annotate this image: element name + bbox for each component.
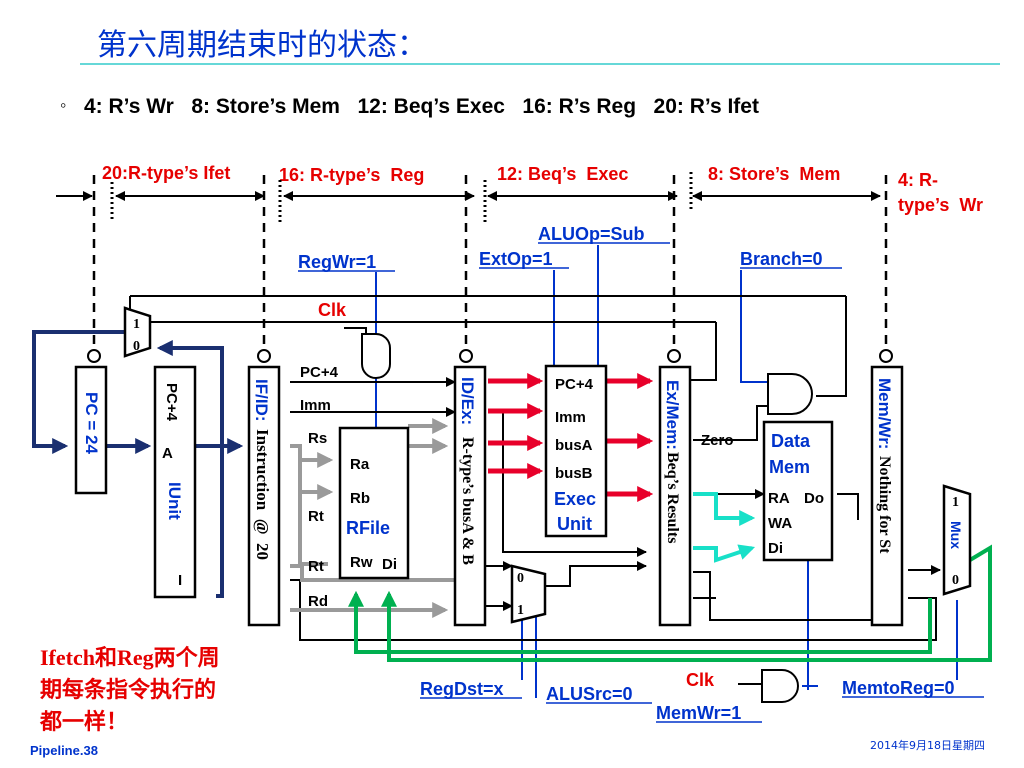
stage-label-reg: 16: R-type’s Reg xyxy=(279,165,424,185)
memtoreg-label: MemtoReg=0 xyxy=(842,678,955,698)
slide-title: 第六周期结束时的状态： xyxy=(97,28,427,63)
control-signals: ALUOp=Sub ExtOp=1 RegWr=1 Branch=0 Clk C… xyxy=(298,224,984,723)
memwr-label: MemWr=1 xyxy=(656,703,741,723)
exmem-content: Beq’s Results xyxy=(664,452,681,543)
svg-text:Di: Di xyxy=(768,540,783,557)
zero-label: Zero xyxy=(701,432,734,449)
data-memory: Data Mem RA Do WA Di xyxy=(762,420,834,562)
svg-text:PC+4: PC+4 xyxy=(555,376,594,393)
svg-text:I: I xyxy=(178,572,182,589)
note-line-1: Ifetch和Reg两个周 xyxy=(40,645,220,670)
ifid-content: Instruction @ 20 xyxy=(253,429,272,560)
clk-top-label: Clk xyxy=(318,300,347,320)
svg-text:busA: busA xyxy=(555,437,593,454)
branch-label: Branch=0 xyxy=(740,249,823,269)
stage-label-mem: 8: Store’s Mem xyxy=(708,164,840,184)
svg-text:PC+4: PC+4 xyxy=(163,383,180,422)
memwr-and-gate xyxy=(761,669,799,703)
rt-label-2: Rt xyxy=(308,558,324,575)
branch-and-gate xyxy=(767,373,813,415)
svg-text:0: 0 xyxy=(133,339,140,354)
stage-label-exec: 12: Beq’s Exec xyxy=(497,164,628,184)
memwr-label: Mem/Wr: xyxy=(875,378,894,449)
bullet-icon: ◦ xyxy=(60,95,66,115)
svg-text:Rb: Rb xyxy=(350,490,370,507)
imm-label: Imm xyxy=(300,397,331,414)
svg-text:WA: WA xyxy=(768,515,792,532)
datapath-wires xyxy=(129,295,941,687)
footer-left: Pipeline.38 xyxy=(30,743,98,758)
writeback-path xyxy=(348,544,992,662)
footer-right: 2014年9月18日星期四 xyxy=(870,738,985,752)
exec-label-2: Unit xyxy=(557,514,592,534)
svg-text:RA: RA xyxy=(768,490,790,507)
data-mem-label-2: Mem xyxy=(769,457,810,477)
stage-label-wr-line1: 4: R- xyxy=(898,170,938,190)
extop-label: ExtOp=1 xyxy=(479,249,553,269)
svg-text:0: 0 xyxy=(517,571,524,586)
aluop-label: ALUOp=Sub xyxy=(538,224,645,244)
regwr-and-gate xyxy=(361,333,391,379)
idex-content: R-type’s busA & B xyxy=(459,437,476,565)
svg-text:Imm: Imm xyxy=(555,409,586,426)
memtoreg-mux: 1 Mux 0 xyxy=(942,484,972,596)
rd-label: Rd xyxy=(308,593,328,610)
note-line-3: 都一样！ xyxy=(39,709,128,734)
svg-text:Mux: Mux xyxy=(948,521,964,549)
memwr-register: Mem/Wr: Nothing for St xyxy=(870,365,904,627)
note-line-2: 期每条指令执行的 xyxy=(40,677,216,702)
idex-register: ID/Ex: R-type’s busA & B xyxy=(453,365,487,627)
regdst-mux: 0 1 xyxy=(510,564,547,624)
stage-label-ifet: 20:R-type’s Ifet xyxy=(102,163,230,183)
svg-text:Rw: Rw xyxy=(350,554,373,571)
pc-value: PC = 24 xyxy=(82,392,101,454)
memwr-content: Nothing for St xyxy=(876,456,893,554)
idex-label: ID/Ex: xyxy=(458,377,477,425)
idex-exec-buses xyxy=(488,372,654,503)
alusrc-label: ALUSrc=0 xyxy=(546,684,633,704)
ifid-label: IF/ID: xyxy=(252,379,271,422)
pipeline-clock-nodes xyxy=(87,349,893,363)
svg-text:Di: Di xyxy=(382,556,397,573)
rs-label: Rs xyxy=(308,430,327,447)
exmem-label: Ex/Mem: xyxy=(663,380,682,450)
iunit: PC+4 A IUnit I xyxy=(153,365,197,599)
exec-label-1: Exec xyxy=(554,489,596,509)
pc-mux: 1 0 xyxy=(123,306,152,358)
svg-text:1: 1 xyxy=(517,603,524,618)
clk-bottom-label: Clk xyxy=(686,670,715,690)
data-mem-label-1: Data xyxy=(771,431,811,451)
svg-text:Ra: Ra xyxy=(350,456,370,473)
regwr-label: RegWr=1 xyxy=(298,252,376,272)
exec-unit: PC+4 Imm busA busB Exec Unit xyxy=(544,364,608,538)
svg-text:1: 1 xyxy=(133,317,140,332)
stage-label-wr-line2: type’s Wr xyxy=(898,195,983,215)
svg-text:Do: Do xyxy=(804,490,824,507)
ifid-register: IF/ID: Instruction @ 20 xyxy=(247,365,281,627)
bullet-text: 4: R’s Wr 8: Store’s Mem 12: Beq’s Exec … xyxy=(84,95,759,118)
rt-label-1: Rt xyxy=(308,508,324,525)
svg-text:A: A xyxy=(162,445,173,462)
svg-text:busB: busB xyxy=(555,465,593,482)
pc-path xyxy=(32,330,244,598)
pc4-label: PC+4 xyxy=(300,364,339,381)
svg-text:1: 1 xyxy=(952,495,959,510)
exmem-register: Ex/Mem: Beq’s Results xyxy=(658,365,692,627)
pc-register: PC = 24 xyxy=(74,365,108,495)
mem-cyan-paths xyxy=(693,492,756,563)
reg-routing xyxy=(290,418,462,618)
regdst-label: RegDst=x xyxy=(420,679,504,699)
register-file: Ra Rb RFile Rw Di xyxy=(338,426,410,580)
iunit-label: IUnit xyxy=(165,482,184,520)
rfile-label: RFile xyxy=(346,518,390,538)
svg-text:0: 0 xyxy=(952,573,959,588)
